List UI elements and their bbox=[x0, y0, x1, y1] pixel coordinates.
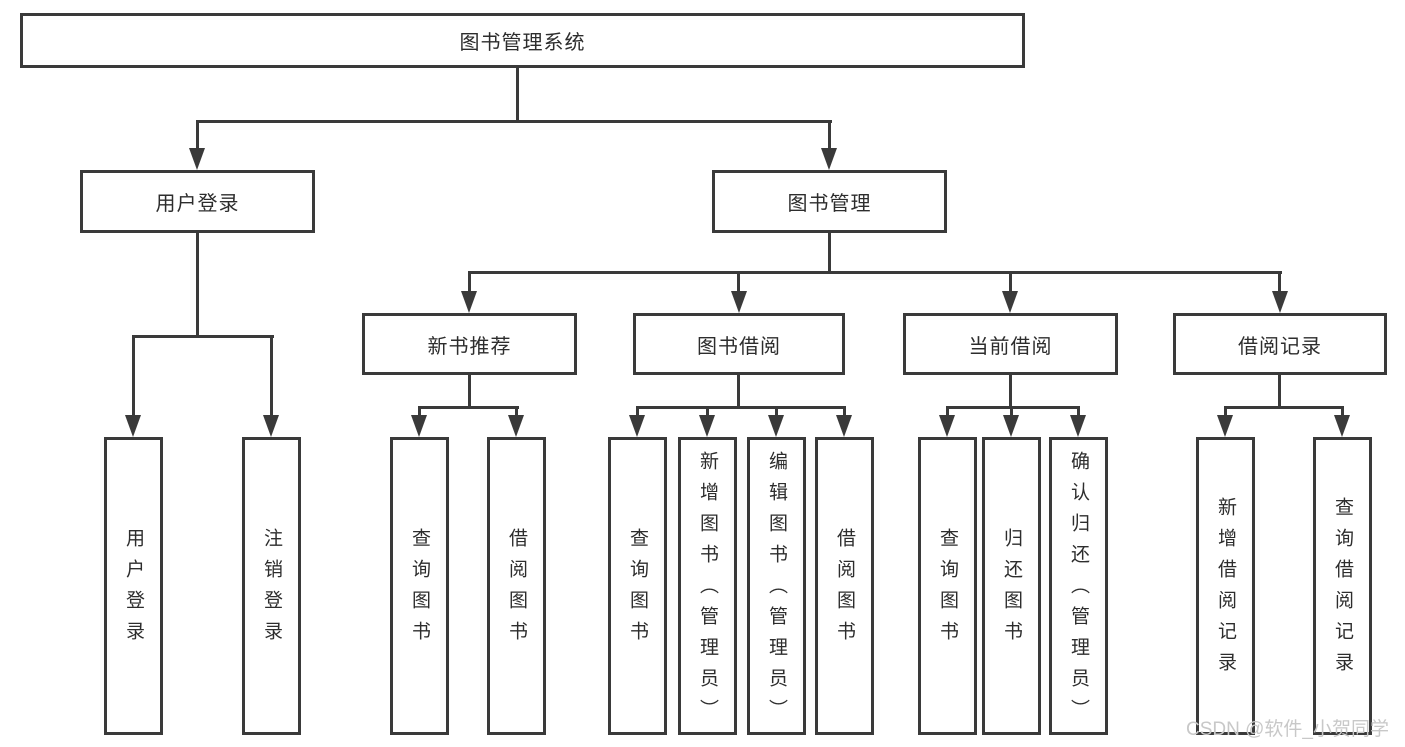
connector-book-mgmt-drop bbox=[828, 120, 831, 150]
connector-stem bbox=[468, 375, 471, 406]
arrow-down-icon bbox=[1334, 415, 1350, 437]
connector-leaf-drop bbox=[1224, 406, 1227, 417]
connector-leaf-drop bbox=[946, 406, 949, 417]
arrow-down-icon bbox=[836, 415, 852, 437]
leaf-borrow-books: 借阅图书 bbox=[815, 437, 874, 735]
connector-leaf-drop bbox=[515, 406, 518, 417]
node-current-borrow: 当前借阅 bbox=[903, 313, 1118, 375]
arrow-down-icon bbox=[629, 415, 645, 437]
connector-leaf-drop bbox=[775, 406, 778, 417]
node-root: 图书管理系统 bbox=[20, 13, 1025, 68]
connector-leaf-drop bbox=[132, 335, 135, 417]
arrow-down-icon bbox=[189, 148, 205, 170]
arrow-down-icon bbox=[1003, 415, 1019, 437]
arrow-down-icon bbox=[768, 415, 784, 437]
leaf-logout: 注销登录 bbox=[242, 437, 301, 735]
csdn-watermark: CSDN @软件_小贺同学 bbox=[1186, 719, 1389, 740]
node-new-book-recommend: 新书推荐 bbox=[362, 313, 577, 375]
connector-stem bbox=[1278, 375, 1281, 406]
connector-leaf-drop bbox=[706, 406, 709, 417]
connector-bus bbox=[418, 406, 519, 409]
connector-drop bbox=[1009, 271, 1012, 293]
connector-bus bbox=[946, 406, 1080, 409]
arrow-down-icon bbox=[1217, 415, 1233, 437]
node-borrow-records: 借阅记录 bbox=[1173, 313, 1387, 375]
connector-drop bbox=[468, 271, 471, 293]
arrow-down-icon bbox=[821, 148, 837, 170]
leaf-borrow-books-recommend: 借阅图书 bbox=[487, 437, 546, 735]
connector-leaf-drop bbox=[636, 406, 639, 417]
node-user-login: 用户登录 bbox=[80, 170, 315, 233]
arrow-down-icon bbox=[699, 415, 715, 437]
connector-root-stem bbox=[516, 68, 519, 120]
connector-leaf-drop bbox=[1077, 406, 1080, 417]
connector-book-mgmt-stem bbox=[828, 233, 831, 271]
node-book-borrow: 图书借阅 bbox=[633, 313, 845, 375]
arrow-down-icon bbox=[731, 291, 747, 313]
leaf-query-borrow-record: 查询借阅记录 bbox=[1313, 437, 1372, 735]
connector-stem bbox=[737, 375, 740, 406]
leaf-confirm-return-admin: 确认归还（管理员） bbox=[1049, 437, 1108, 735]
leaf-query-books-borrow: 查询图书 bbox=[608, 437, 667, 735]
leaf-query-books-recommend: 查询图书 bbox=[390, 437, 449, 735]
arrow-down-icon bbox=[1272, 291, 1288, 313]
arrow-down-icon bbox=[125, 415, 141, 437]
connector-bus bbox=[636, 406, 846, 409]
connector-leaf-drop bbox=[1010, 406, 1013, 417]
arrow-down-icon bbox=[1002, 291, 1018, 313]
leaf-add-book-admin: 新增图书（管理员） bbox=[678, 437, 737, 735]
leaf-query-books-current: 查询图书 bbox=[918, 437, 977, 735]
leaf-return-books: 归还图书 bbox=[982, 437, 1041, 735]
arrow-down-icon bbox=[939, 415, 955, 437]
leaf-edit-book-admin: 编辑图书（管理员） bbox=[747, 437, 806, 735]
connector-leaf-drop bbox=[843, 406, 846, 417]
connector-level1-bus bbox=[196, 120, 832, 123]
connector-drop bbox=[737, 271, 740, 293]
arrow-down-icon bbox=[508, 415, 524, 437]
connector-user-login-bus bbox=[132, 335, 274, 338]
connector-leaf-drop bbox=[418, 406, 421, 417]
node-book-management: 图书管理 bbox=[712, 170, 947, 233]
connector-stem bbox=[1009, 375, 1012, 406]
leaf-user-login: 用户登录 bbox=[104, 437, 163, 735]
connector-leaf-drop bbox=[270, 335, 273, 417]
leaf-add-borrow-record: 新增借阅记录 bbox=[1196, 437, 1255, 735]
arrow-down-icon bbox=[1070, 415, 1086, 437]
connector-level2-bus bbox=[468, 271, 1282, 274]
connector-user-login-stem bbox=[196, 233, 199, 335]
arrow-down-icon bbox=[461, 291, 477, 313]
arrow-down-icon bbox=[263, 415, 279, 437]
arrow-down-icon bbox=[411, 415, 427, 437]
connector-drop bbox=[1278, 271, 1281, 293]
connector-leaf-drop bbox=[1341, 406, 1344, 417]
connector-bus bbox=[1224, 406, 1344, 409]
connector-user-login-drop bbox=[196, 120, 199, 150]
